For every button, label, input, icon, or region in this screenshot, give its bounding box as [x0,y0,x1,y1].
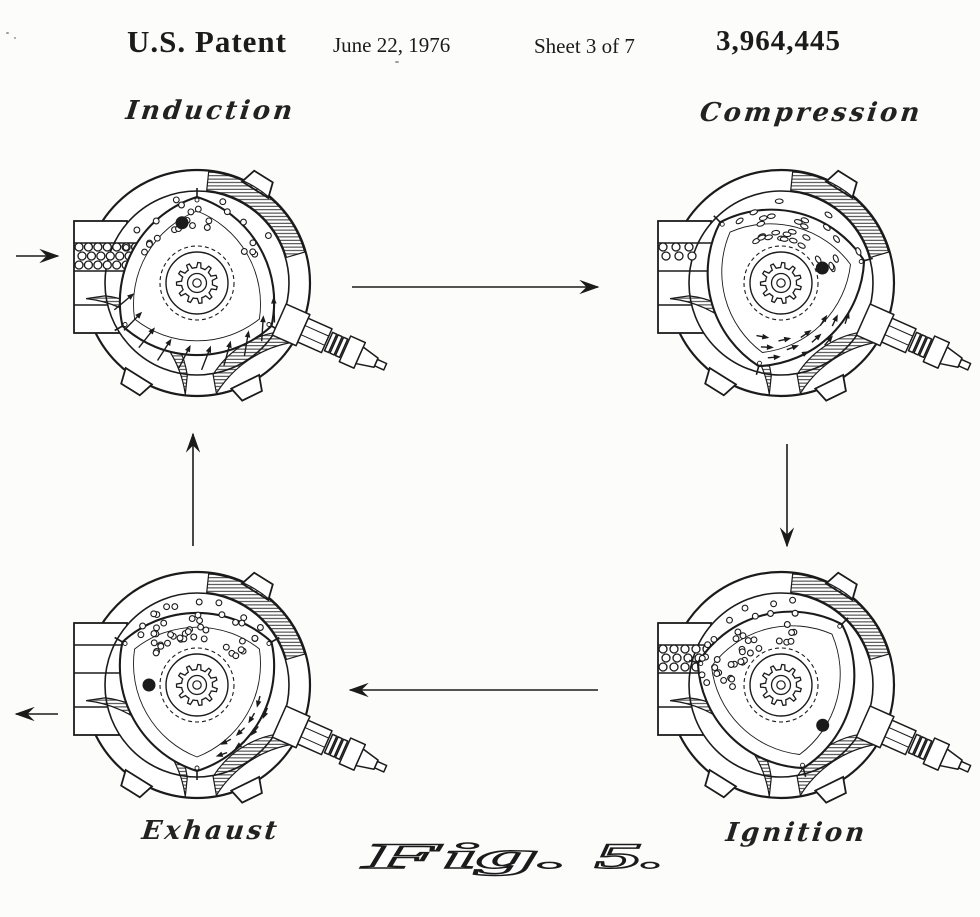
charge-stipple [137,598,264,660]
charge-stipple [698,596,799,691]
eccentric-shaft-gear [159,647,235,723]
spark-plug [855,303,972,371]
scan-speckle [6,32,9,34]
spark-plug [855,705,972,773]
caption-number-text: 5. [595,837,665,877]
charge-flow-arrows [756,311,850,361]
charge-flow-arrows [215,695,269,757]
engine-diagram-ignition [657,570,972,804]
label-compression: Compression [698,98,925,128]
port-dots [658,242,697,261]
engine-diagram-compression [657,168,972,402]
scan-speckle [14,37,16,39]
spark-plug [271,303,388,371]
sheet-number: Sheet 3 of 7 [534,34,635,58]
rotor-position-dot [175,216,189,230]
label-induction: Induction [124,96,297,126]
caption-fig-text: Fig. [360,836,569,876]
charge-flow-arrows [113,293,277,371]
patent-number: 3,964,445 [716,25,841,57]
scan-speckle [395,61,399,63]
patent-title: U.S. Patent [127,24,287,59]
eccentric-shaft-gear [743,647,819,723]
label-ignition: Ignition [724,818,870,848]
figure-caption: Fig. 5. [359,835,666,878]
spark-plug [271,705,388,773]
charge-stipple [735,198,862,273]
label-exhaust: Exhaust [140,816,282,846]
rotor-position-dot [815,261,829,275]
engine-diagram-induction [73,168,388,402]
patent-date: June 22, 1976 [333,33,451,57]
rotor-position-dot [142,678,156,692]
rotor-position-dot [816,718,830,732]
eccentric-shaft-gear [159,245,235,321]
engine-diagram-exhaust [73,570,388,804]
eccentric-shaft-gear [743,245,819,321]
